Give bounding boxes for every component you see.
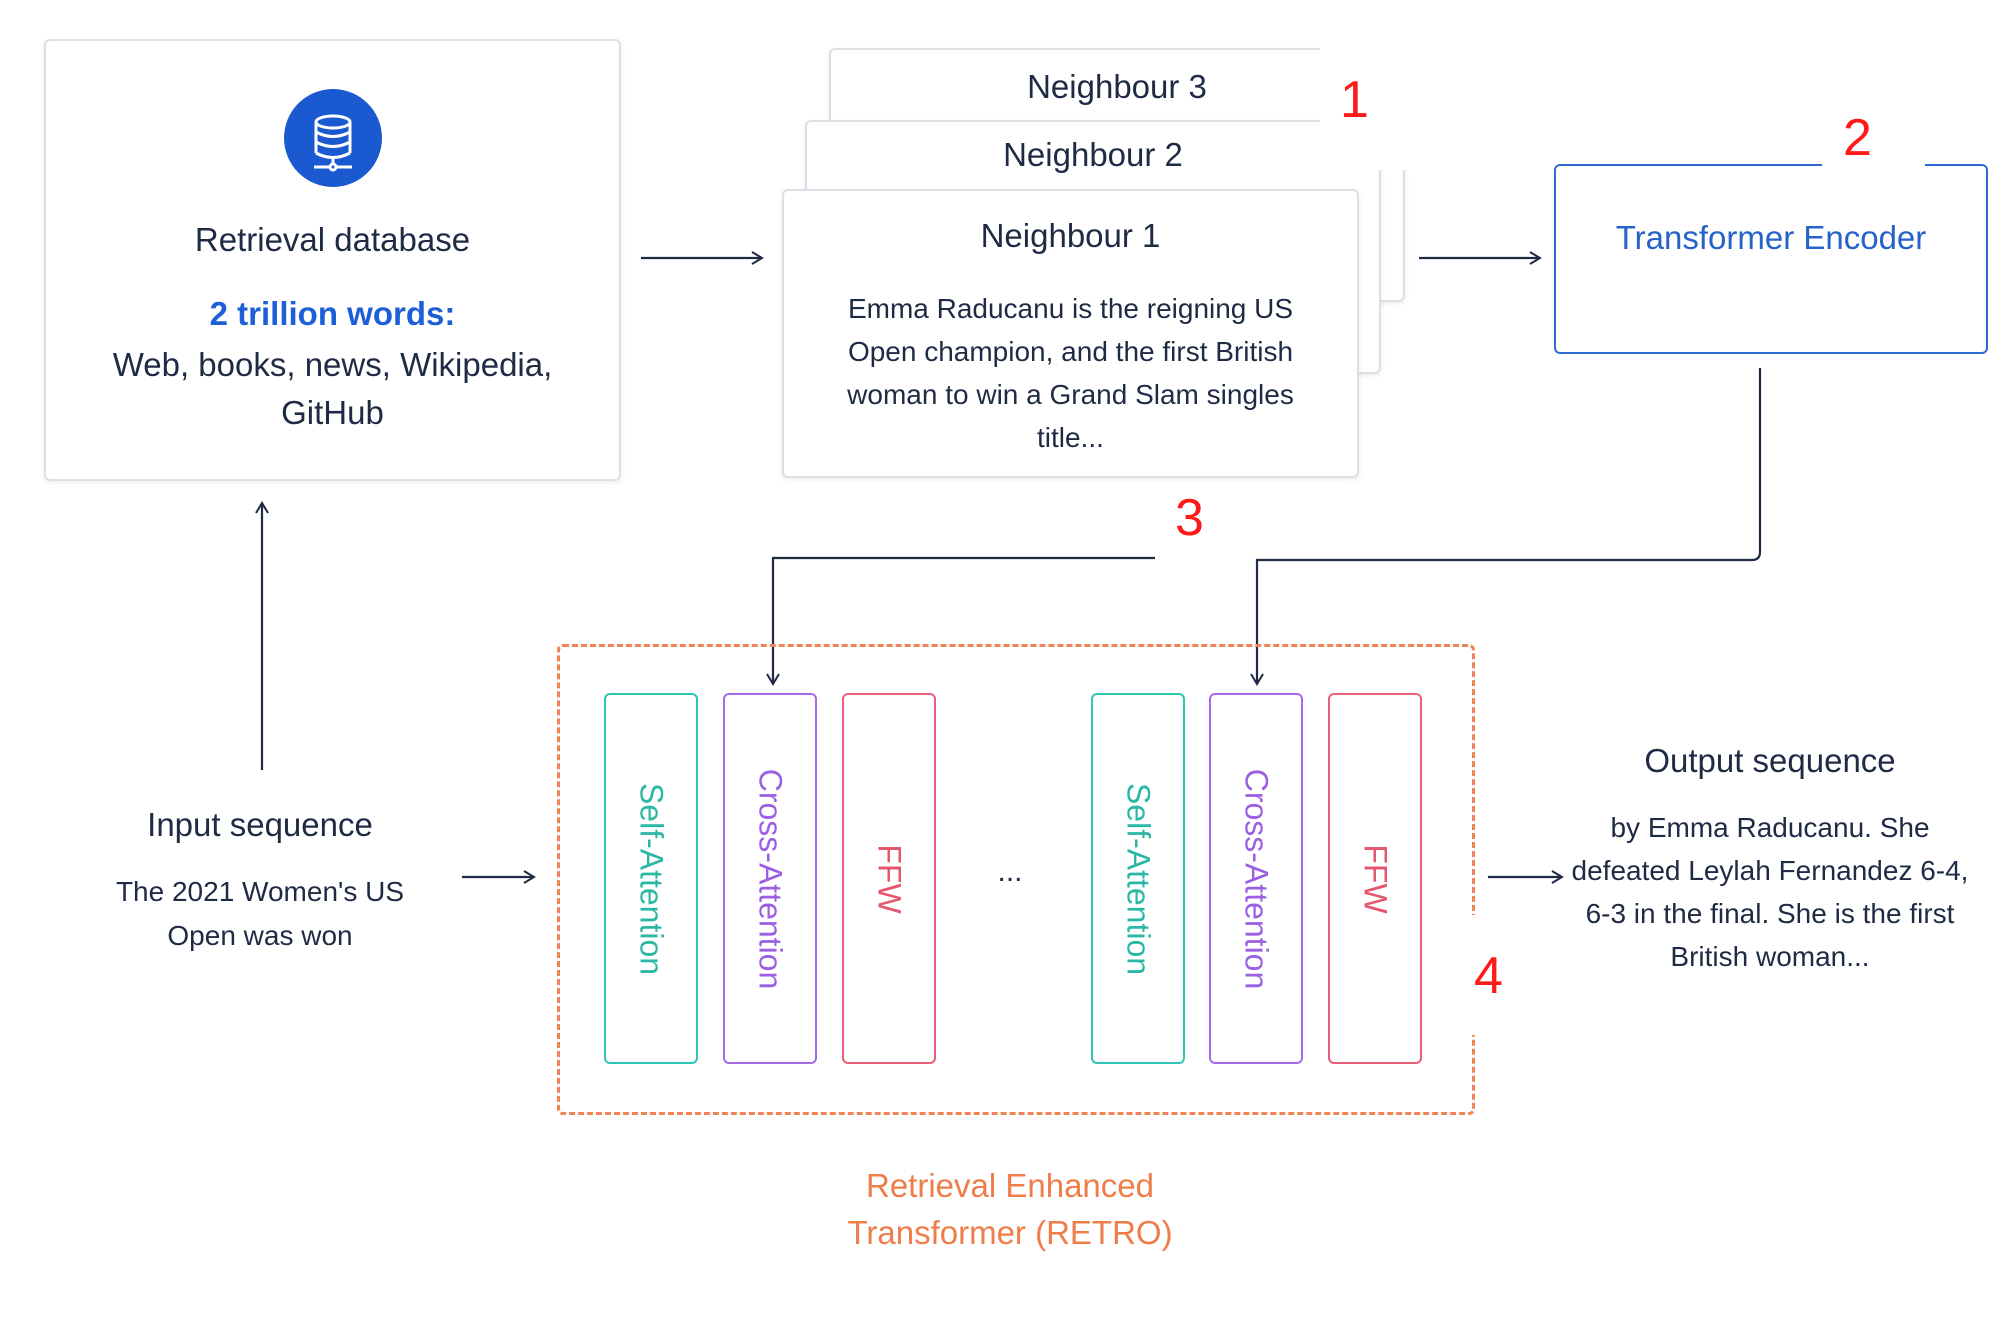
self-attention-block-2: Self-Attention — [1091, 693, 1185, 1064]
database-size: 2 trillion words: — [209, 295, 456, 332]
transformer-encoder-label: Transformer Encoder — [1615, 219, 1927, 256]
retro-frame — [557, 644, 1475, 1115]
database-icon — [284, 89, 382, 187]
neighbour-3-label: Neighbour 3 — [1027, 68, 1207, 105]
output-sequence-title: Output sequence — [1644, 742, 1896, 779]
cross-attention-label: Cross-Attention — [752, 768, 789, 989]
self-attention-label: Self-Attention — [633, 782, 670, 975]
input-sequence-title: Input sequence — [147, 806, 373, 843]
self-attention-block-1: Self-Attention — [604, 693, 698, 1064]
neighbour-1-text: Emma Raducanu is the reigning US Open ch… — [847, 293, 1294, 453]
arrow-encoder-to-cross-attention-2 — [1250, 368, 1762, 686]
step-marker-2: 2 — [1843, 109, 1872, 167]
step-marker-1: 1 — [1340, 71, 1369, 129]
ellipsis: ... — [997, 855, 1023, 888]
neighbour-1-card: Neighbour 1 Emma Raducanu is the reignin… — [782, 189, 1359, 478]
marker-backdrop — [1320, 40, 1430, 170]
ffw-label: FFW — [871, 843, 908, 914]
neighbour-1-label: Neighbour 1 — [980, 217, 1161, 254]
transformer-encoder-card: Transformer Encoder — [1554, 164, 1988, 354]
database-sources: Web, books, news, Wikipedia, GitHub — [112, 346, 553, 431]
marker-backdrop — [1822, 158, 1925, 170]
retro-label: Retrieval Enhanced Transformer (RETRO) — [847, 1167, 1173, 1251]
cross-attention-block-1: Cross-Attention — [723, 693, 817, 1064]
retrieval-database-card: Retrieval database 2 trillion words: Web… — [44, 39, 621, 481]
step-marker-3: 3 — [1175, 489, 1204, 547]
output-sequence-text: by Emma Raducanu. She defeated Leylah Fe… — [1571, 812, 1969, 972]
cross-attention-block-2: Cross-Attention — [1209, 693, 1303, 1064]
database-title: Retrieval database — [194, 221, 471, 258]
input-sequence-text: The 2021 Women's US Open was won — [115, 876, 405, 951]
step-marker-4: 4 — [1474, 947, 1503, 1005]
self-attention-label: Self-Attention — [1120, 782, 1157, 975]
ffw-block-1: FFW — [842, 693, 936, 1064]
ffw-block-2: FFW — [1328, 693, 1422, 1064]
neighbour-2-label: Neighbour 2 — [1003, 136, 1183, 173]
ffw-label: FFW — [1357, 843, 1394, 914]
marker-backdrop — [1458, 915, 1476, 1035]
arrow-neighbours-to-cross-attention-1 — [766, 556, 1155, 686]
cross-attention-label: Cross-Attention — [1238, 768, 1275, 989]
